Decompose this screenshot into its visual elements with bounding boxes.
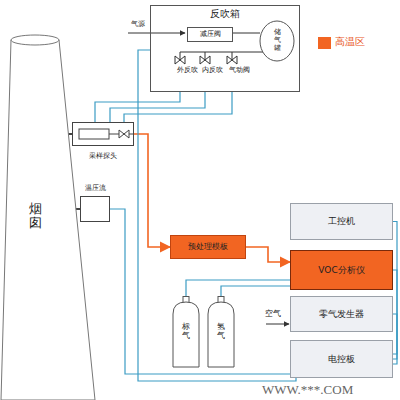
node-label: 标气 [182, 323, 190, 341]
node-label: 电控板 [328, 354, 355, 364]
device-box: 电控板 [290, 340, 393, 378]
air-inlet-arrow [266, 324, 289, 325]
pipe-label: 气源 [131, 21, 145, 29]
sensor-housing [81, 197, 110, 222]
node-label: 工控机 [328, 216, 355, 226]
watermark: WWW.***.COM [262, 383, 353, 397]
node-label: 采样探头 [89, 152, 117, 160]
heated-line [246, 247, 290, 262]
component-box: 减压阀 [187, 27, 233, 42]
cylinder-body [173, 302, 199, 367]
tank-shape [260, 21, 294, 61]
sensor-box: 温压流 [80, 184, 110, 222]
gas-manifold [180, 52, 264, 53]
enclosure-box: 反吹箱减压阀 储气罐 [150, 5, 300, 92]
valve-group [175, 52, 237, 64]
pipe-label: 空气 [265, 310, 281, 319]
analyzer-box: VOC分析仪 [290, 250, 393, 290]
pipe-label: 外反吹 [177, 67, 184, 75]
device-box: 零气发生器 [290, 296, 393, 332]
sampling-probe: 采样探头 [72, 122, 134, 160]
node-label: 氢气 [217, 323, 225, 341]
node-label: 零气发生器 [319, 309, 364, 319]
gas-pipe [232, 33, 260, 34]
gas-cylinder: 氢气 [207, 296, 235, 368]
node-label: 储气罐 [274, 29, 281, 52]
process-box: 预处理模板 [170, 235, 246, 259]
node-label: VOC分析仪 [318, 265, 364, 275]
legend-text: 高温区 [335, 36, 365, 47]
pipe-label: 内反吹 [202, 67, 209, 75]
node-label: 反吹箱 [210, 8, 240, 20]
node-label: 预处理模板 [188, 242, 228, 251]
valve-symbol [227, 56, 237, 64]
node-label: 烟囱 [29, 202, 42, 231]
signal-line [186, 280, 290, 296]
signal-line [221, 286, 290, 296]
chimney-top [11, 35, 59, 45]
gas-cylinder: 标气 [172, 296, 200, 368]
probe-filter [79, 129, 109, 139]
heated-line [134, 134, 170, 247]
valve-symbol [175, 56, 185, 64]
signal-line [110, 209, 290, 374]
cylinder-body [208, 302, 234, 367]
valve-stem [232, 52, 233, 60]
valve-stem [180, 52, 181, 60]
legend-swatch [318, 37, 331, 49]
probe-housing [73, 123, 134, 146]
gas-tank: 储气罐 [259, 20, 295, 62]
valve-stem [205, 52, 206, 60]
node-label: 温压流 [85, 184, 106, 192]
signal-line [138, 50, 296, 381]
valve-symbol [119, 130, 129, 138]
device-box: 工控机 [290, 203, 393, 240]
signal-line [393, 314, 397, 364]
node-label: 减压阀 [200, 30, 221, 38]
gas-inlet-pipe [128, 33, 185, 34]
valve-symbol [200, 56, 210, 64]
pipe-label: 气动阀 [229, 67, 236, 75]
signal-line [124, 92, 232, 122]
